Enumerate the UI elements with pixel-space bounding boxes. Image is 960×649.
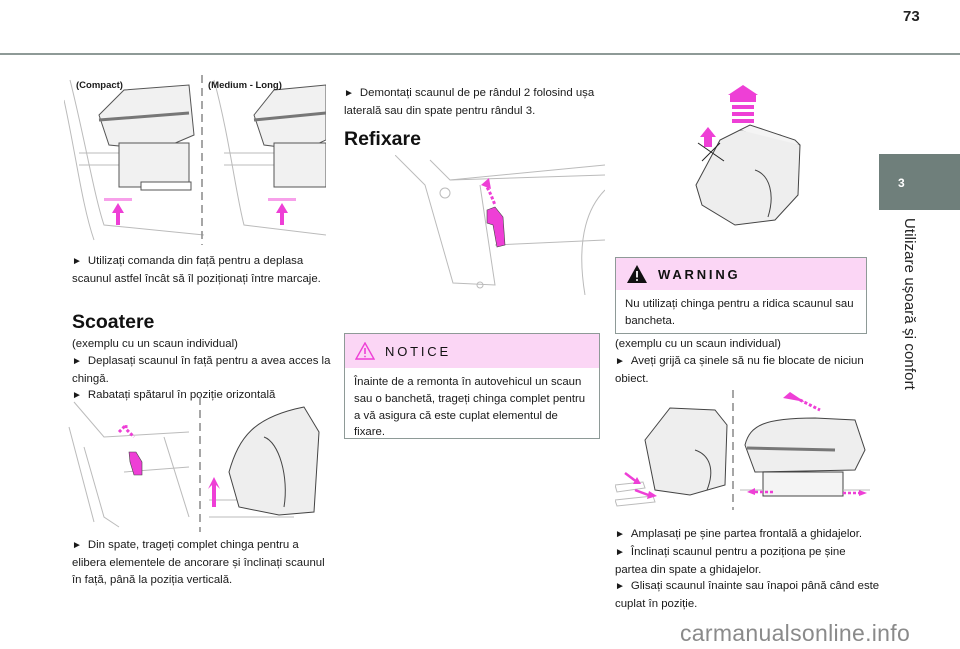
bullet-icon: ► <box>344 88 354 99</box>
figure-label-compact: (Compact) <box>76 80 123 91</box>
middle-step-1: ►Demontați scaunul de pe rândul 2 folosi… <box>344 87 595 117</box>
right-step-4: ►Glisați scaunul înainte sau înapoi până… <box>615 580 880 611</box>
chapter-title: Utilizare ușoară și confort <box>901 218 918 390</box>
right-step-3: ►Înclinați scaunul pentru a poziționa pe… <box>615 545 846 576</box>
left-instructions: (exemplu cu un scaun individual) ►Deplas… <box>72 336 334 405</box>
heading-scoatere: Scoatere <box>72 311 155 333</box>
watermark[interactable]: carmanualsonline.info <box>680 620 911 646</box>
right-step-1: ►Aveți grijă ca șinele să nu fie blocate… <box>615 354 864 385</box>
figure-label-medium-long: (Medium - Long) <box>208 80 282 91</box>
bullet-icon: ► <box>72 256 82 267</box>
chapter-tab[interactable]: 3 <box>879 154 960 210</box>
example-note: (exemplu cu un scaun individual) <box>72 338 238 350</box>
left-step-1: ►Utilizați comanda din față pentru a dep… <box>72 255 321 285</box>
left-step-4: ►Din spate, trageți complet chinga pentr… <box>72 539 325 586</box>
warning-triangle-outline-icon <box>355 342 375 360</box>
warning-header: WARNING <box>616 258 866 290</box>
figure-rail-placement <box>615 390 870 510</box>
warning-text: Nu utilizați chinga pentru a ridica scau… <box>625 298 854 327</box>
bullet-icon: ► <box>615 355 625 367</box>
notice-text: Înainte de a remonta în autovehicul un s… <box>354 376 586 439</box>
warning-box: WARNING Nu utilizați chinga pentru a rid… <box>615 257 867 334</box>
bullet-icon: ► <box>72 390 82 402</box>
bullet-icon: ► <box>72 355 82 367</box>
notice-title: NOTICE <box>385 343 451 359</box>
figure-seat-marking-positions: (Compact) (Medium - Long) <box>64 75 326 245</box>
right-instructions-top: (exemplu cu un scaun individual) ►Aveți … <box>615 336 870 387</box>
heading-refixare: Refixare <box>344 128 421 150</box>
notice-box: NOTICE Înainte de a remonta în autovehic… <box>344 333 600 439</box>
right-instructions-bottom: ►Amplasați pe șine partea frontală a ghi… <box>615 526 880 613</box>
figure-strap-refixing <box>395 155 605 295</box>
bullet-icon: ► <box>615 546 625 558</box>
figure-pull-strap-tilt-seat <box>64 397 326 532</box>
left-step-2: ►Deplasați scaunul în față pentru a avea… <box>72 354 331 385</box>
header-divider <box>0 53 960 55</box>
example-note: (exemplu cu un scaun individual) <box>615 338 781 350</box>
warning-triangle-filled-icon <box>627 265 647 283</box>
chapter-number: 3 <box>898 176 905 190</box>
right-step-2: ►Amplasați pe șine partea frontală a ghi… <box>615 528 863 540</box>
left-step-3: ►Rabatați spătarul în poziție orizontală <box>72 389 276 402</box>
warning-title: WARNING <box>658 266 741 282</box>
bullet-icon: ► <box>72 540 82 551</box>
notice-header: NOTICE <box>345 334 599 368</box>
bullet-icon: ► <box>615 529 625 540</box>
figure-seat-lift-out <box>680 85 820 230</box>
page-number: 73 <box>903 8 920 25</box>
bullet-icon: ► <box>615 581 625 593</box>
